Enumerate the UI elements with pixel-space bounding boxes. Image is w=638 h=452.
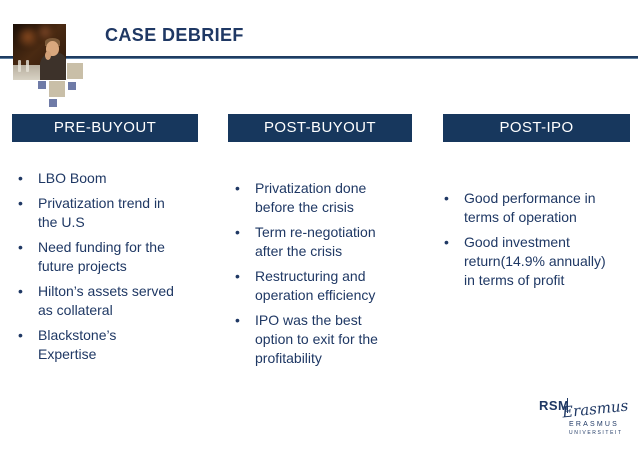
bullet-text: Privatization done before the crisis — [255, 180, 367, 215]
slide-title: CASE DEBRIEF — [105, 25, 244, 45]
column-post-buyout: POST-BUYOUT Privatization done before th… — [228, 114, 412, 374]
decor-square — [49, 81, 65, 97]
erasmus-label: ERASMUS — [569, 421, 620, 428]
decor-square — [67, 63, 83, 79]
bullet-text: Blackstone’s Expertise — [38, 327, 117, 362]
bullet-item: Term re-negotiation after the crisis — [235, 223, 395, 261]
rsm-erasmus-logo: RSM Erasmus ERASMUS UNIVERSITEIT — [536, 396, 634, 440]
bullet-text: Good investment return(14.9% annually) i… — [464, 234, 606, 288]
bullet-item: LBO Boom — [18, 169, 178, 188]
decor-square — [38, 81, 46, 89]
bullet-item: Privatization done before the crisis — [235, 179, 395, 217]
bullet-text: Term re-negotiation after the crisis — [255, 224, 376, 259]
bullet-text: Privatization trend in the U.S — [38, 195, 165, 230]
column-header: POST-IPO — [443, 114, 630, 142]
bullet-item: IPO was the best option to exit for the … — [235, 311, 395, 368]
rsm-logo-text: RSM — [539, 398, 570, 413]
column-post-ipo: POST-IPO Good performance in terms of op… — [443, 114, 630, 296]
column-pre-buyout: PRE-BUYOUT LBO Boom Privatization trend … — [12, 114, 198, 370]
bullet-item: Good performance in terms of operation — [444, 189, 612, 227]
bullet-text: Hilton’s assets served as collateral — [38, 283, 174, 318]
bullet-text: LBO Boom — [38, 170, 107, 186]
divider-line — [0, 56, 638, 59]
photo-highlight — [15, 27, 41, 47]
bullet-item: Blackstone’s Expertise — [18, 326, 178, 364]
bullet-list: LBO Boom Privatization trend in the U.S … — [18, 169, 178, 364]
bullet-list: Good performance in terms of operation G… — [444, 189, 612, 290]
bullet-text: Good performance in terms of operation — [464, 190, 596, 225]
photo-person-hand — [45, 51, 51, 60]
bullet-list: Privatization done before the crisis Ter… — [235, 179, 395, 368]
bullet-item: Good investment return(14.9% annually) i… — [444, 233, 612, 290]
bullet-item: Restructuring and operation efficiency — [235, 267, 395, 305]
erasmus-signature: Erasmus — [561, 396, 630, 422]
conference-photo — [13, 24, 66, 80]
column-header: PRE-BUYOUT — [12, 114, 198, 142]
logo-divider — [567, 398, 568, 413]
bullet-text: Restructuring and operation efficiency — [255, 268, 376, 303]
photo-glass — [18, 60, 21, 72]
bullet-text: Need funding for the future projects — [38, 239, 165, 274]
bullet-item: Privatization trend in the U.S — [18, 194, 178, 232]
bullet-item: Need funding for the future projects — [18, 238, 178, 276]
decor-square — [49, 99, 57, 107]
column-header: POST-BUYOUT — [228, 114, 412, 142]
photo-glass — [26, 60, 29, 72]
photo-highlight — [35, 24, 55, 40]
universiteit-label: UNIVERSITEIT — [569, 430, 623, 436]
bullet-item: Hilton’s assets served as collateral — [18, 282, 178, 320]
photo-person-body — [40, 53, 66, 80]
photo-table — [13, 65, 47, 80]
decor-square — [68, 82, 76, 90]
bullet-text: IPO was the best option to exit for the … — [255, 312, 378, 366]
